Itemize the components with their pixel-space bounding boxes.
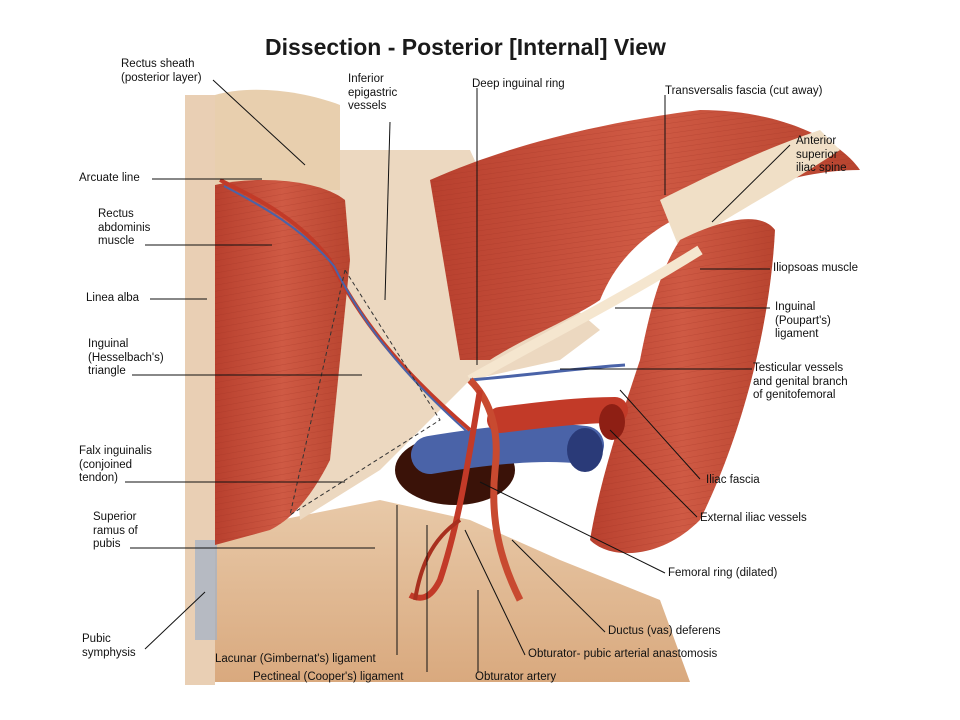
label-linea-alba: Linea alba — [86, 292, 140, 304]
label-iliac-fascia: Iliac fascia — [706, 474, 760, 486]
inguinal-ligament-band — [467, 245, 703, 385]
ductus-deferens-path — [467, 377, 524, 602]
label-inferior-epigastric-vessels: Inferior epigastric vessels — [348, 73, 398, 112]
label-obturator-artery: Obturator artery — [475, 671, 557, 683]
fascia-sheet — [290, 150, 600, 520]
hesselbach-triangle-outline — [289, 268, 441, 517]
label-rectus-sheath: Rectus sheath (posterior layer) — [121, 58, 202, 84]
label-ductus-deferens: Ductus (vas) deferens — [608, 625, 721, 637]
external-iliac-artery — [487, 397, 628, 433]
label-iliopsoas: Iliopsoas muscle — [773, 262, 859, 274]
label-rectus-abdominis: Rectus abdominis muscle — [98, 208, 151, 247]
label-femoral-ring: Femoral ring (dilated) — [668, 567, 778, 579]
label-obturator-anastomosis: Obturator- pubic arterial anastomosis — [528, 648, 718, 660]
label-deep-inguinal-ring: Deep inguinal ring — [472, 78, 565, 90]
label-arcuate-line: Arcuate line — [79, 172, 140, 184]
label-testicular-vessels: Testicular vessels and genital branch of… — [753, 362, 848, 401]
label-inguinal-ligament: Inguinal (Poupart's) ligament — [775, 301, 831, 340]
label-lacunar-ligament: Lacunar (Gimbernat's) ligament — [215, 653, 376, 665]
obturator-anastomosis-path — [408, 389, 483, 601]
pelvic-floor — [185, 500, 690, 682]
external-iliac-vein — [411, 424, 604, 474]
label-external-iliac-vessels: External iliac vessels — [700, 512, 807, 524]
label-superior-ramus-pubis: Superior ramus of pubis — [93, 511, 138, 550]
testicular-vessels-path — [469, 363, 626, 382]
label-falx-inguinalis: Falx inguinalis (conjoined tendon) — [79, 445, 152, 484]
diagram-title: Dissection - Posterior [Internal] View — [265, 34, 666, 60]
label-hesselbach-triangle: Inguinal (Hesselbach's) triangle — [88, 338, 164, 377]
label-anterior-superior-iliac-spine: Anterior superior iliac spine — [796, 135, 847, 174]
label-pectineal-ligament: Pectineal (Cooper's) ligament — [253, 671, 404, 683]
label-pubic-symphysis: Pubic symphysis — [82, 633, 136, 659]
leader-lines — [125, 79, 791, 672]
label-transversalis-fascia: Transversalis fascia (cut away) — [665, 85, 823, 97]
